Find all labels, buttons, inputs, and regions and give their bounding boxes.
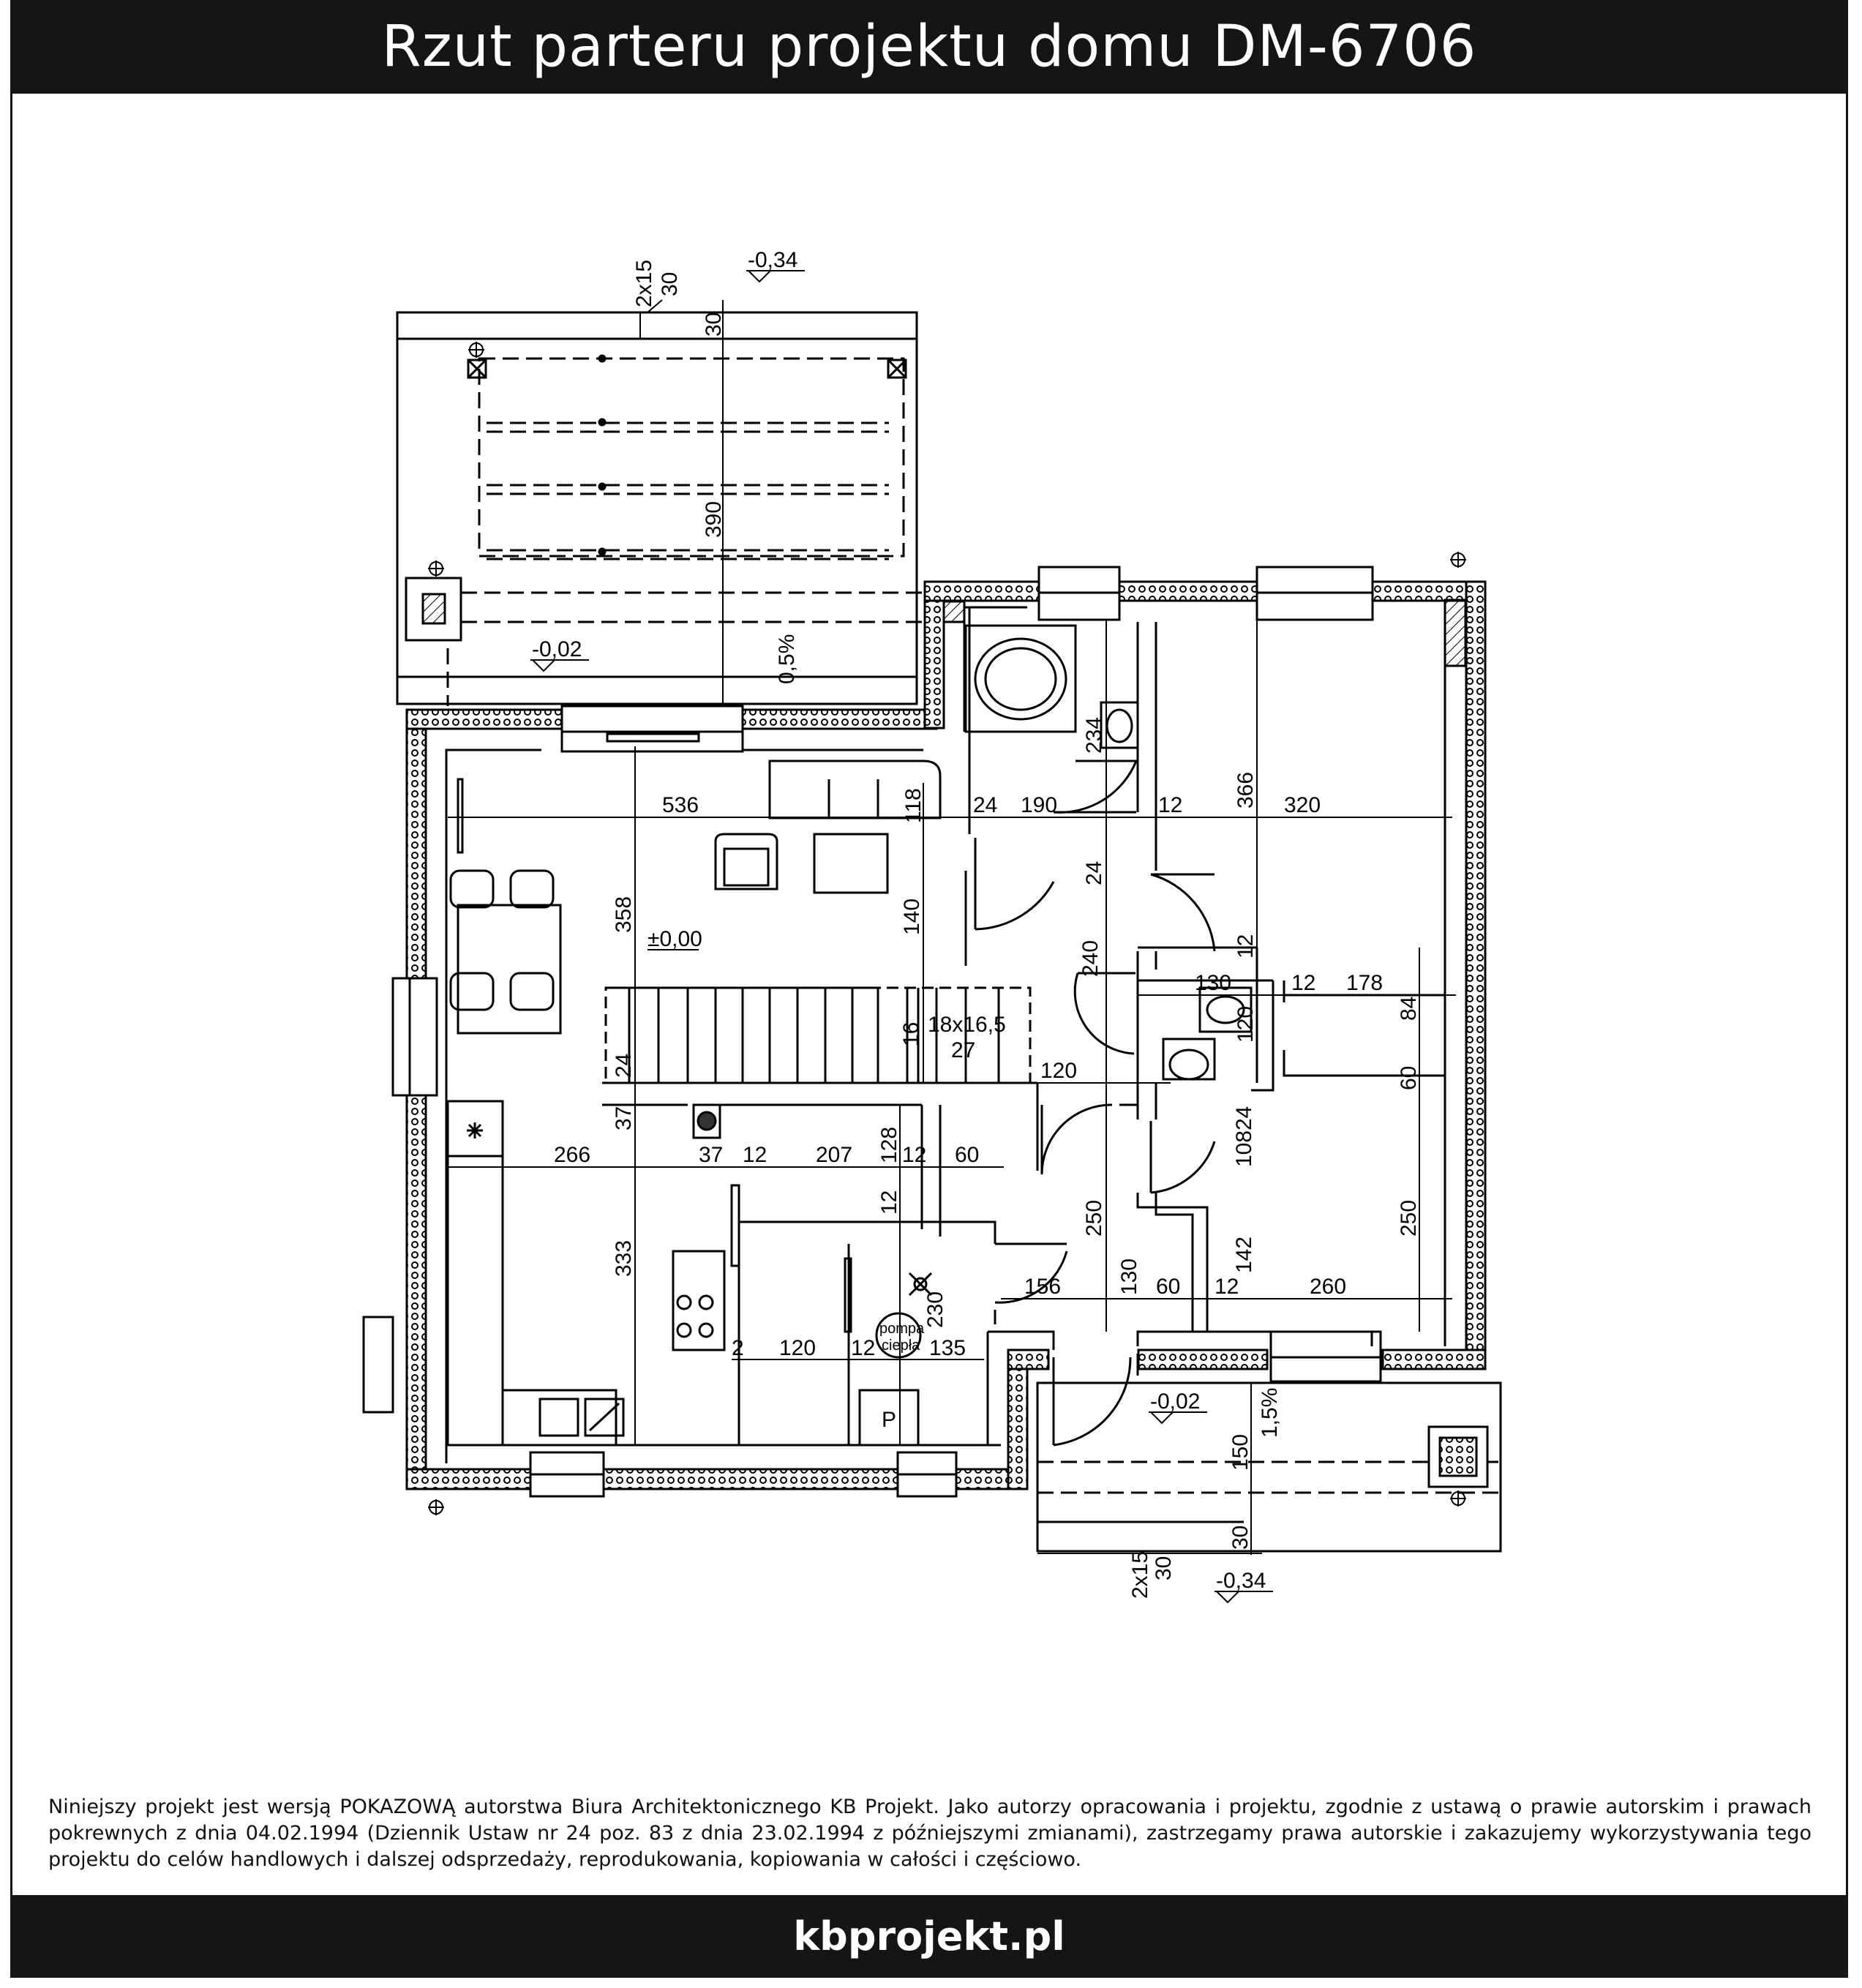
dim-label: 118 <box>901 788 926 823</box>
dim-label: 130 <box>1195 971 1231 995</box>
chimney-rear <box>405 577 462 642</box>
interior-walls <box>602 607 1445 1445</box>
dim-label: 156 <box>1024 1275 1061 1299</box>
dim-label: 240 <box>1078 940 1103 977</box>
level-entrance: -0,02 <box>1150 1389 1200 1414</box>
dim-label: 260 <box>1310 1275 1346 1299</box>
chimney-front <box>1427 1425 1489 1488</box>
dim-label: 135 <box>929 1336 966 1360</box>
windows <box>362 566 1382 1498</box>
dim-label: 12 <box>1215 1275 1239 1299</box>
terrace-front <box>1036 1381 1502 1553</box>
steps-top-count: 2x15 <box>632 260 656 307</box>
dim-label: 250 <box>1082 1200 1106 1237</box>
dim-label: 234 <box>1082 717 1106 754</box>
pergola-beams <box>446 357 926 706</box>
dim-label: 120 <box>1040 1059 1077 1083</box>
dim-label: 84 <box>1397 997 1421 1021</box>
grid-markers <box>428 342 1466 1515</box>
dim-label: 12 <box>1158 793 1182 817</box>
snowflake-icon <box>467 1122 483 1139</box>
slope-entrance: 1,5% <box>1258 1388 1282 1438</box>
copyright-disclaimer: Niniejszy projekt jest wersją POKAZOWĄ a… <box>48 1796 1812 1871</box>
dimension-lines <box>448 300 1456 1555</box>
dim-label: 266 <box>554 1143 590 1167</box>
dim-label: 108 <box>1232 1130 1256 1167</box>
website-link[interactable]: kbprojekt.pl <box>793 1913 1065 1959</box>
staircase <box>604 986 1032 1084</box>
stair-steps: 16 <box>899 1022 923 1046</box>
dim-label: 130 <box>1117 1259 1141 1295</box>
dim-label: 24 <box>973 793 997 817</box>
level-markers <box>530 270 1273 1604</box>
dim-label: 128 <box>877 1127 901 1163</box>
dim-label: 190 <box>1021 793 1057 817</box>
steps-top-depth: 30 <box>658 272 682 296</box>
dim-label: 358 <box>612 896 636 933</box>
pergola-posts <box>467 354 907 556</box>
dim-label: 24 <box>612 1054 636 1078</box>
level-entrance-bottom: -0,34 <box>1216 1569 1266 1593</box>
boiler-label: P <box>882 1408 896 1432</box>
level-terrace-top: -0,34 <box>748 248 797 272</box>
dim-label: 60 <box>1156 1275 1180 1299</box>
slope-terrace: 0,5% <box>775 634 799 684</box>
heat-pump-label-2: ciepła <box>882 1338 920 1354</box>
dim-label: 12 <box>902 1143 926 1167</box>
dim-label: 178 <box>1346 971 1383 995</box>
dim-label: 37 <box>699 1143 723 1167</box>
dim-label: 24 <box>1232 1106 1256 1130</box>
dim-label: 207 <box>816 1143 852 1167</box>
dim-label: 333 <box>612 1240 636 1277</box>
stair-size: 18x16,5 <box>928 1013 1006 1037</box>
header-bar: Rzut parteru projektu domu DM-6706 <box>10 0 1848 94</box>
dim-label: 37 <box>612 1106 636 1130</box>
level-floor: ±0,00 <box>647 927 702 951</box>
terrace-rear <box>396 311 918 705</box>
dim-label: 30 <box>702 312 726 337</box>
dim-label: 250 <box>1397 1200 1421 1237</box>
dim-label: 366 <box>1234 772 1258 809</box>
dim-label: 12 <box>851 1336 875 1360</box>
dim-label: 120 <box>1234 1006 1258 1043</box>
level-terrace: -0,02 <box>532 637 582 661</box>
page-title: Rzut parteru projektu domu DM-6706 <box>381 14 1477 80</box>
light-fixture-icon <box>908 1272 933 1297</box>
dim-label: 140 <box>900 899 924 935</box>
dim-label: 536 <box>662 793 699 817</box>
dim-label: 24 <box>1082 861 1106 885</box>
steps-bottom-depth: 30 <box>1152 1556 1176 1580</box>
dim-label: 60 <box>1397 1066 1421 1090</box>
dim-label: 320 <box>1284 793 1321 817</box>
dim-label: 12 <box>1234 934 1258 959</box>
dim-label: 12 <box>877 1190 901 1215</box>
dim-label: 2 <box>732 1336 744 1360</box>
dim-label: 120 <box>779 1336 816 1360</box>
dim-label: 12 <box>1291 971 1315 995</box>
footer-bar: kbprojekt.pl <box>10 1895 1848 1978</box>
dim-label: 30 <box>1228 1526 1253 1550</box>
dim-label: 142 <box>1232 1237 1256 1273</box>
dim-label: 60 <box>955 1143 979 1167</box>
steps-bottom-count: 2x15 <box>1128 1551 1152 1599</box>
stair-depth: 27 <box>951 1038 975 1062</box>
dim-label: 230 <box>923 1291 947 1328</box>
heat-pump-label-1: pompa <box>879 1321 925 1337</box>
dim-label: 12 <box>743 1143 767 1167</box>
dim-label: 150 <box>1228 1434 1253 1471</box>
page-frame <box>10 0 1848 1978</box>
plan-texts: -0,34 -0,02 ±0,00 -0,02 -0,34 2x15 30 2x… <box>532 248 1421 1599</box>
dim-label: 390 <box>702 501 726 538</box>
